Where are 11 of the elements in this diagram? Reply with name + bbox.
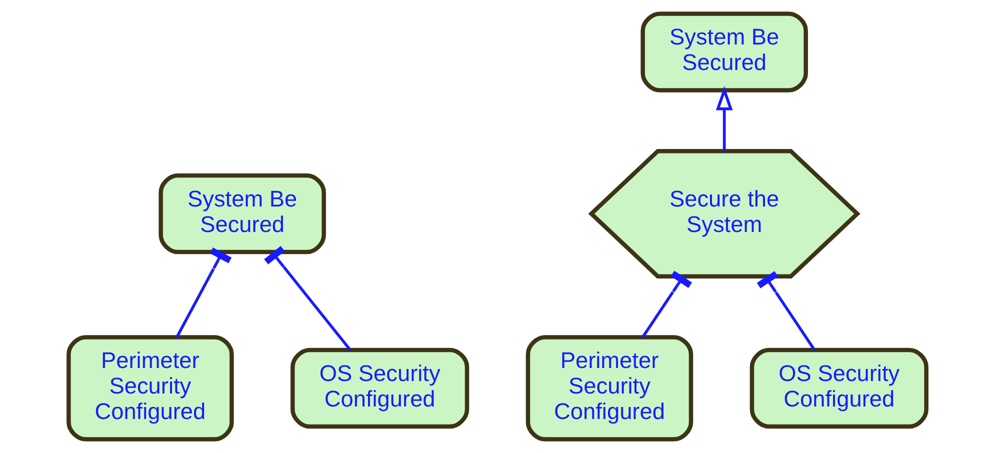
arrow [716, 86, 733, 151]
connector [756, 271, 816, 350]
node-box: System Be Secured [158, 173, 326, 254]
connector [642, 270, 692, 338]
node-box: OS Security Configured [290, 348, 470, 429]
connector [264, 246, 352, 350]
connector [176, 248, 232, 338]
node-box: Perimeter Security Configured [66, 335, 234, 442]
node-box: System Be Secured [640, 12, 808, 92]
node-box: OS Security Configured [750, 348, 928, 429]
node-box: Perimeter Security Configured [526, 335, 694, 442]
